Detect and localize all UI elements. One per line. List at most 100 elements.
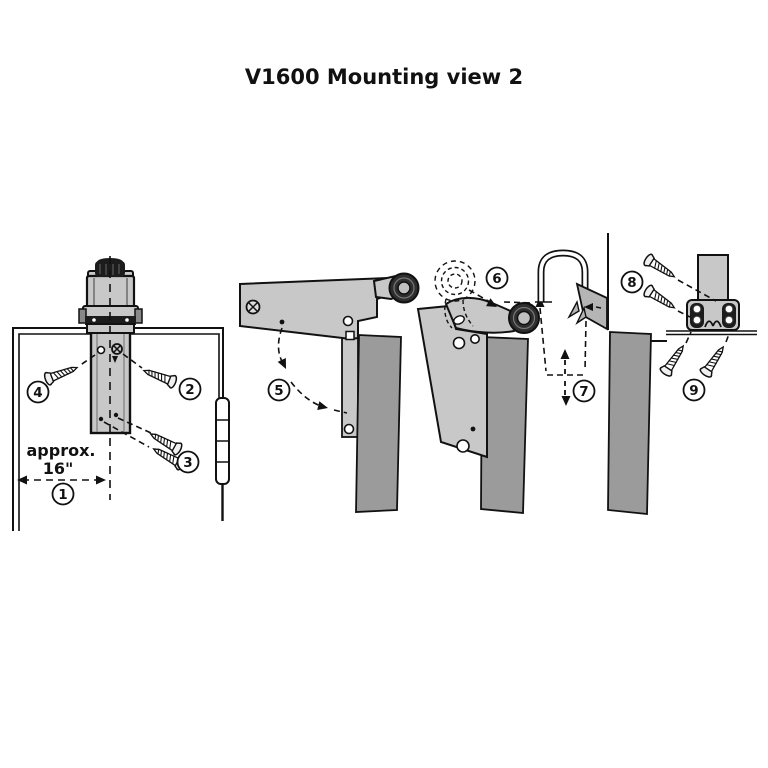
- bracket-arm-view: [239, 272, 420, 513]
- ghost-roller-icon: [447, 273, 463, 289]
- bracket-plate: [239, 276, 389, 341]
- mast-mount-view: approx. 16": [12, 256, 230, 531]
- pole-edge-lines: [96, 331, 125, 432]
- leader-screw3a: [103, 421, 150, 448]
- leader-screw3b: [117, 417, 152, 434]
- plate-hole: [452, 336, 466, 350]
- leader-screw8a: [677, 279, 717, 302]
- screw-icon: [140, 363, 179, 390]
- body-panel-lines: [93, 278, 128, 307]
- callout-3: 3: [176, 450, 200, 474]
- screw-icon: [698, 342, 730, 380]
- up-arrowhead: [560, 349, 570, 359]
- down-arrowhead: [561, 396, 571, 406]
- callout-5-label: 5: [274, 383, 283, 399]
- bracket-roller: [692, 304, 702, 314]
- roller-ring: [393, 277, 415, 299]
- strip-hole-bottom: [343, 423, 355, 435]
- vane-blade: [480, 336, 529, 514]
- left-arrowhead: [584, 303, 593, 311]
- callout-9-label: 9: [689, 383, 698, 399]
- callout-2-label: 2: [185, 382, 194, 398]
- rotation-arc-tail: [333, 409, 348, 414]
- leader-screw9b: [725, 333, 730, 343]
- motion-guide-left: [539, 307, 547, 372]
- roller-hub: [516, 310, 532, 326]
- callout-3-label: 3: [183, 455, 192, 471]
- reference-dash: [503, 301, 535, 304]
- leader-screw8b: [677, 310, 691, 318]
- cap-knurl: [99, 264, 120, 275]
- page-title: V1600 Mounting view 2: [245, 65, 523, 89]
- hook-inner: [539, 251, 587, 302]
- callout-4-label: 4: [33, 385, 42, 401]
- dimension-arrow-right: [96, 475, 106, 485]
- callouts: 1 2 3 4 5 6 7 8: [26, 266, 706, 506]
- vane-blade: [355, 334, 402, 513]
- bracket-roller: [724, 315, 734, 325]
- callout-9: 9: [682, 378, 706, 402]
- plate-hole: [469, 333, 480, 344]
- ghost-roller-icon: [434, 260, 476, 302]
- roller-hook-view: [416, 249, 608, 514]
- bracket-roller: [724, 304, 734, 314]
- leader-screw2: [122, 353, 143, 369]
- callout-4: 4: [26, 380, 50, 404]
- clamp-bolt-left: [92, 318, 96, 322]
- screw-icon: [641, 252, 679, 283]
- callout-7: 7: [572, 379, 596, 403]
- arc-arrowhead: [317, 401, 330, 413]
- down-arrow-icon: [112, 356, 118, 363]
- callout-8-label: 8: [627, 275, 636, 291]
- callout-5: 5: [267, 378, 291, 402]
- screw-icon: [658, 341, 690, 379]
- crosshead-cross: [113, 345, 121, 353]
- callout-7-label: 7: [579, 384, 588, 400]
- callout-8: 8: [620, 270, 644, 294]
- screw-icon: [42, 360, 81, 387]
- callout-1-label: 1: [58, 487, 67, 503]
- move-arrow-line: [468, 289, 491, 303]
- callout-1: 1: [51, 482, 75, 506]
- pole-hole: [96, 345, 106, 355]
- clamp-lug-right: [134, 308, 143, 324]
- vane-blade: [607, 331, 652, 515]
- leader-screw4: [78, 354, 96, 367]
- arrow-dash: [595, 306, 602, 309]
- strip-square-hole: [345, 330, 355, 341]
- wedge-prong: [567, 300, 580, 319]
- strip-hole-top: [342, 315, 354, 327]
- roller-hub: [397, 281, 411, 295]
- pivot-mark: [279, 319, 285, 325]
- dimension-label-16in: 16": [43, 459, 74, 478]
- hook-outline: [537, 249, 589, 302]
- ghost-roller-icon: [440, 266, 470, 296]
- arc-arrowhead: [277, 358, 291, 371]
- ghost-arm-outline: [444, 298, 474, 329]
- leader-screw9a: [685, 331, 692, 344]
- callout-2: 2: [178, 377, 202, 401]
- mounting-surface-line: [666, 330, 757, 336]
- clamp-band: [85, 316, 136, 325]
- clamp-bolt-right: [125, 318, 129, 322]
- callout-6: 6: [485, 266, 509, 290]
- wedge-prong: [575, 305, 587, 325]
- dimension-label-approx: approx.: [27, 441, 96, 460]
- pole-bracket-view: [607, 233, 757, 515]
- pole-mark-left: [98, 416, 104, 422]
- callout-6-label: 6: [492, 271, 501, 287]
- motion-guide-right: [584, 320, 587, 372]
- crosshead-cross: [248, 302, 258, 312]
- rotation-arc-2: [290, 381, 322, 407]
- mount-pole: [697, 254, 729, 306]
- plate-hole: [456, 439, 470, 453]
- plate-mark: [470, 426, 476, 432]
- connector-segments: [216, 419, 229, 463]
- clamp-lug-left: [78, 308, 87, 324]
- screw-icon: [641, 283, 679, 314]
- arm-slot-hole: [453, 315, 465, 325]
- bracket-roller: [692, 315, 702, 325]
- bracket-saddle: [704, 320, 722, 328]
